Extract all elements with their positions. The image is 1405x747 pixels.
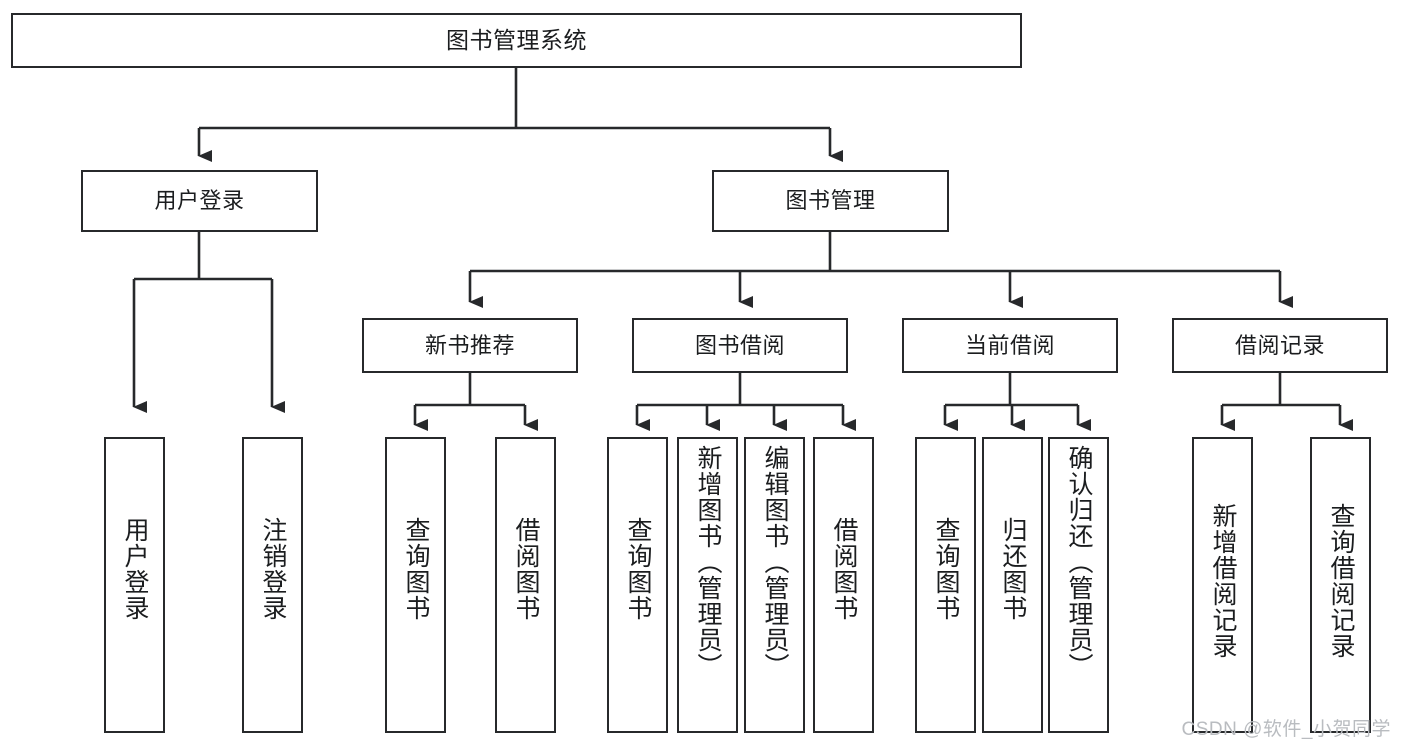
node-label: 用户登录 xyxy=(121,517,149,621)
node-book-borrow[interactable]: 图书借阅 xyxy=(632,318,848,373)
leaf-current-confirm-return-admin[interactable]: 确认归还（管理员） xyxy=(1048,437,1109,733)
leaf-borrow-query-book[interactable]: 查询图书 xyxy=(607,437,668,733)
node-label: 图书管理 xyxy=(785,188,876,214)
node-label: 查询图书 xyxy=(624,517,652,621)
node-label: 注销登录 xyxy=(259,517,287,621)
leaf-recommend-borrow-book[interactable]: 借阅图书 xyxy=(495,437,556,733)
leaf-current-return-book[interactable]: 归还图书 xyxy=(982,437,1043,733)
node-new-book-recommend[interactable]: 新书推荐 xyxy=(362,318,578,373)
leaf-borrow-edit-book-admin[interactable]: 编辑图书（管理员） xyxy=(744,437,805,733)
leaf-user-login-login[interactable]: 用户登录 xyxy=(104,437,165,733)
node-book-management[interactable]: 图书管理 xyxy=(712,170,949,232)
node-label: 用户登录 xyxy=(154,188,245,214)
leaf-borrow-borrow-book[interactable]: 借阅图书 xyxy=(813,437,874,733)
node-root-system[interactable]: 图书管理系统 xyxy=(11,13,1022,68)
node-label: 新增借阅记录 xyxy=(1209,503,1237,659)
node-label: 图书管理系统 xyxy=(446,27,587,54)
node-label: 新书推荐 xyxy=(424,332,515,358)
node-current-borrow[interactable]: 当前借阅 xyxy=(902,318,1118,373)
node-label: 借阅记录 xyxy=(1234,332,1325,358)
node-label: 图书借阅 xyxy=(694,332,785,358)
node-label: 查询借阅记录 xyxy=(1327,503,1355,659)
leaf-borrow-add-book-admin[interactable]: 新增图书（管理员） xyxy=(677,437,738,733)
node-borrow-record[interactable]: 借阅记录 xyxy=(1172,318,1388,373)
leaf-record-query-record[interactable]: 查询借阅记录 xyxy=(1310,437,1371,733)
leaf-recommend-query-book[interactable]: 查询图书 xyxy=(385,437,446,733)
node-label: 借阅图书 xyxy=(830,517,858,621)
leaf-user-login-logout[interactable]: 注销登录 xyxy=(242,437,303,733)
node-label: 当前借阅 xyxy=(964,332,1055,358)
node-label: 借阅图书 xyxy=(512,517,540,621)
leaf-record-add-record[interactable]: 新增借阅记录 xyxy=(1192,437,1253,733)
leaf-current-query-book[interactable]: 查询图书 xyxy=(915,437,976,733)
node-user-login[interactable]: 用户登录 xyxy=(81,170,318,232)
node-label: 编辑图书（管理员） xyxy=(761,445,789,679)
node-label: 查询图书 xyxy=(932,517,960,621)
node-label: 归还图书 xyxy=(999,517,1027,621)
node-label: 确认归还（管理员） xyxy=(1065,445,1093,679)
watermark-text: CSDN @软件_小贺同学 xyxy=(1181,719,1391,740)
node-label: 新增图书（管理员） xyxy=(694,445,722,679)
node-label: 查询图书 xyxy=(402,517,430,621)
